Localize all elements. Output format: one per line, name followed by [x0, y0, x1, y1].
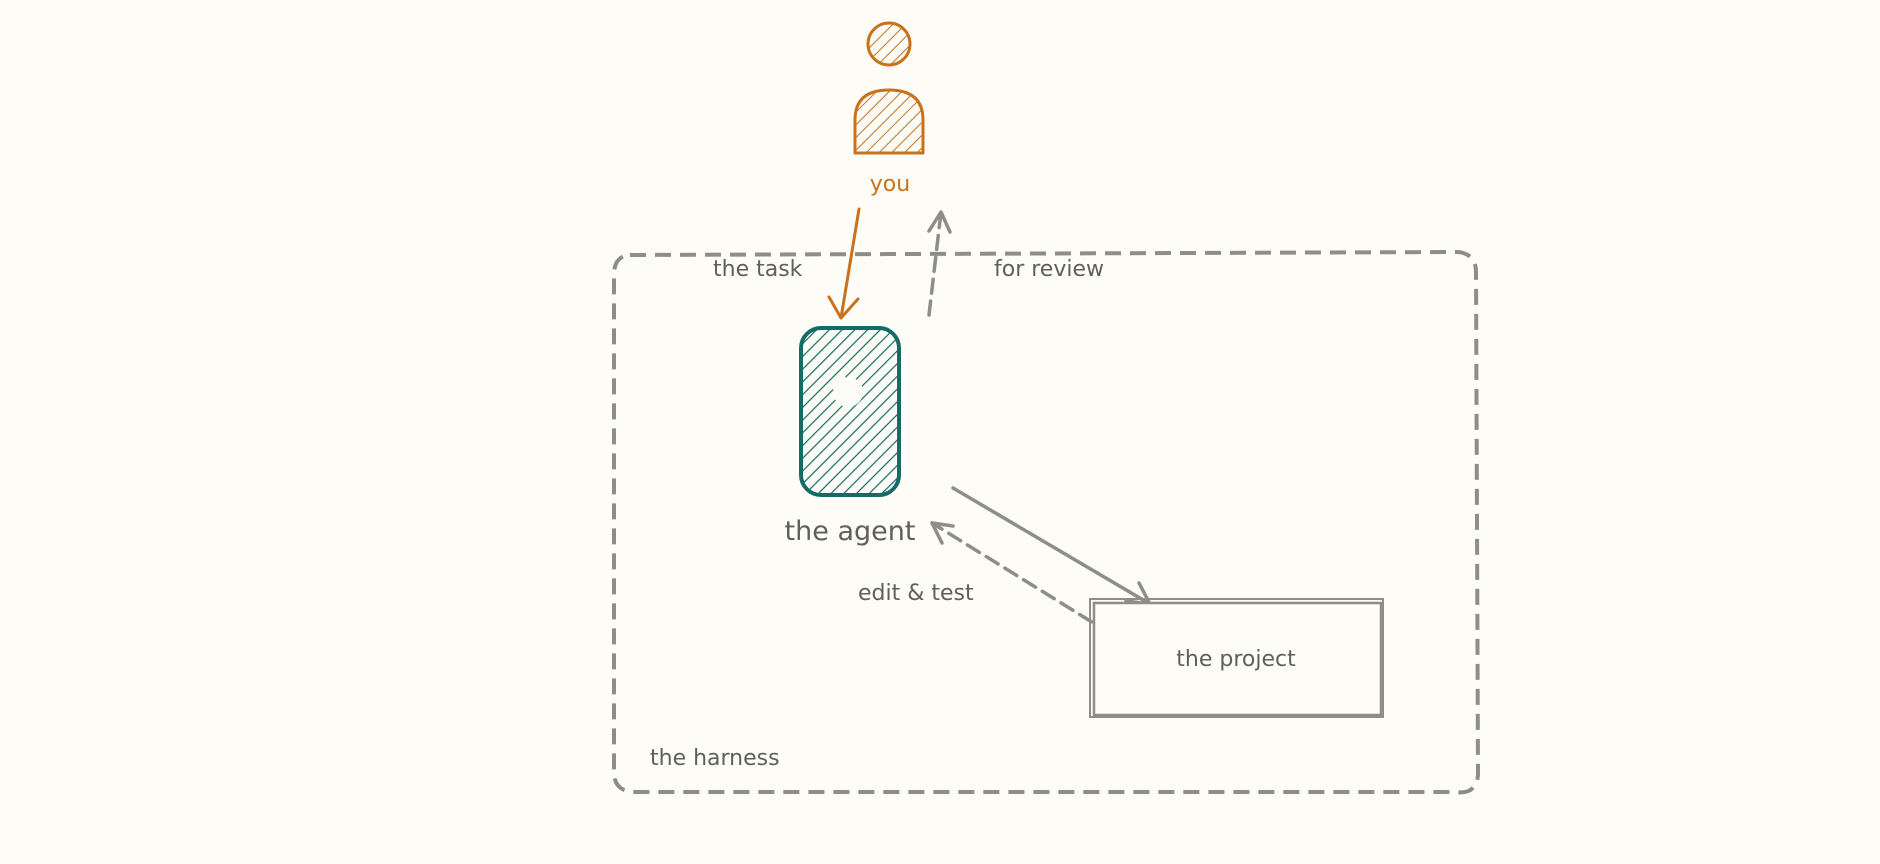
you-label: you — [870, 172, 910, 197]
agent-block — [799, 326, 901, 497]
harness-label: the harness — [650, 746, 780, 771]
edit-arrow — [951, 486, 1152, 606]
review-label: for review — [994, 257, 1104, 282]
project-box — [1089, 598, 1384, 718]
task-label: the task — [713, 257, 803, 282]
project-label: the project — [1176, 647, 1296, 672]
task-arrow — [827, 207, 861, 320]
agent-label: the agent — [785, 516, 916, 547]
person-icon — [853, 21, 925, 155]
test-arrow — [930, 521, 1131, 647]
harness-boundary — [612, 250, 1480, 795]
review-arrow — [927, 210, 952, 317]
edit-test-label: edit & test — [858, 581, 974, 606]
